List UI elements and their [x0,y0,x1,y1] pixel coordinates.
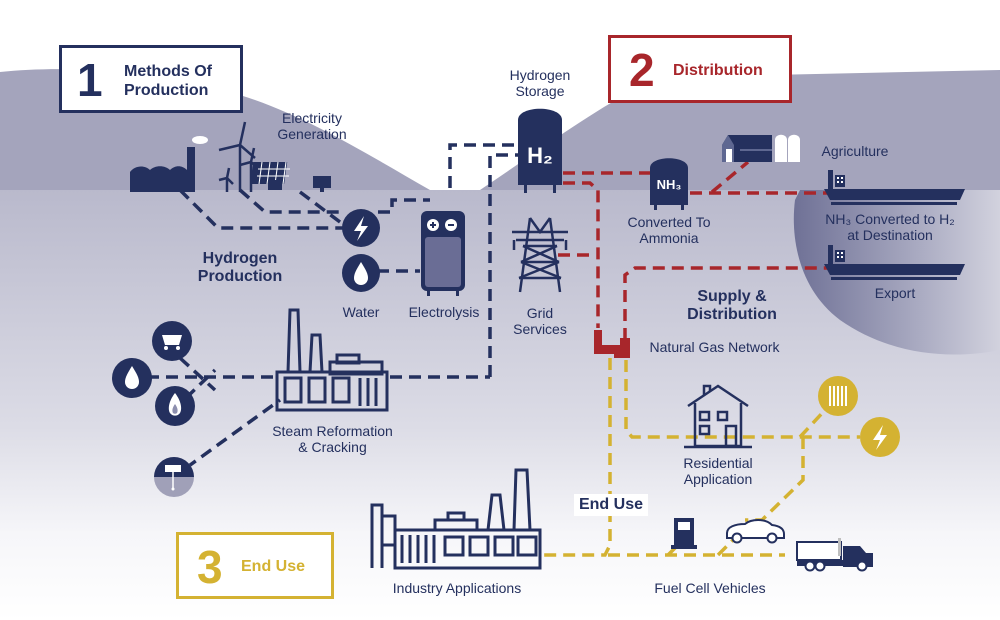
natural-gas-network-label: Natural Gas Network [649,339,780,355]
cargo-ship-icon [824,170,965,205]
residential-application-label: Residential Application [668,455,768,487]
section-1-title-line1: Methods Of [124,63,212,80]
electrolysis-label: Electrolysis [408,304,480,320]
ammonia-tank-icon: NH₃ [650,158,688,210]
nh3-converted-destination-label: NH₃ Converted to H₂ at Destination [815,211,965,243]
label-line: Residential [683,455,753,471]
barn-silo-icon [722,134,800,162]
label-line: Hydrogen [202,250,278,267]
oil-drop-icon [112,358,152,398]
electricity-generation-label: Electricity Generation [272,110,352,142]
fuel-pump-icon [671,518,697,549]
export-label: Export [874,285,916,301]
gas-well-icon [154,457,194,497]
industrial-plant-icon [370,468,542,570]
electrolyzer-icon [421,211,465,296]
section-1-title-line2: Production [124,82,209,99]
industry-applications-label: Industry Applications [392,580,522,596]
label-line: Services [513,321,567,337]
water-drop-icon [342,254,380,292]
steam-reformation-label: Steam Reformation & Cracking [260,423,405,455]
right-mountain [480,66,1000,190]
solar-panel-icon [250,161,331,192]
label-line: at Destination [847,227,933,243]
hydrogen-production-label: Hydrogen Production [190,250,290,286]
nh3-tank-label: NH₃ [657,177,682,192]
radiator-icon [818,376,858,416]
label-line: Steam Reformation [272,423,393,439]
label-line: Production [197,268,283,285]
label-line: Grid [526,305,554,321]
end-use-label: End Use [574,494,648,516]
coal-cart-icon [152,321,192,361]
power-pylon-icon [512,217,568,293]
lightning-icon [342,209,380,247]
agriculture-label: Agriculture [821,143,889,159]
cargo-ship-icon [824,245,965,280]
section-2-number: 2 [629,44,655,96]
label-line: Converted To [627,214,711,230]
refinery-icon [275,308,389,412]
label-line: Electricity [282,110,342,126]
section-1-production-box: 1 Methods Of Production [59,45,243,113]
label-line: Ammonia [639,230,699,246]
fuel-cell-vehicles-label: Fuel Cell Vehicles [654,580,766,596]
section-3-end-use-box: 3 End Use [176,532,334,599]
storage-tank-icon: H₂ [518,108,562,193]
distribution-pipelines [558,160,830,340]
label-line: Application [683,471,753,487]
house-icon [684,384,752,449]
section-3-number: 3 [197,541,223,593]
supply-distribution-label: Supply & Distribution [672,288,792,324]
section-3-title: End Use [241,558,306,575]
water-label: Water [342,304,380,320]
factory-icon [130,136,208,192]
label-line: & Cracking [298,439,367,455]
h2-tank-label: H₂ [527,143,553,168]
car-icon [726,519,785,544]
gas-flame-icon [155,386,195,426]
label-line: NH₃ Converted to H₂ [825,211,955,227]
label-line: Hydrogen [509,67,571,83]
section-2-distribution-box: 2 Distribution [608,35,792,103]
label-line: Supply & [697,288,767,305]
label-line: Distribution [687,306,777,323]
converted-to-ammonia-label: Converted To Ammonia [614,214,724,246]
section-2-title: Distribution [673,62,763,79]
grid-services-label: Grid Services [505,305,575,337]
label-line: Storage [515,83,565,99]
production-pipelines [147,143,520,470]
hydrogen-storage-label: Hydrogen Storage [500,67,580,99]
lightning-icon [860,417,900,457]
section-1-number: 1 [77,54,103,106]
truck-icon [796,538,873,572]
label-line: Generation [277,126,347,142]
pipe-icon [594,330,630,358]
